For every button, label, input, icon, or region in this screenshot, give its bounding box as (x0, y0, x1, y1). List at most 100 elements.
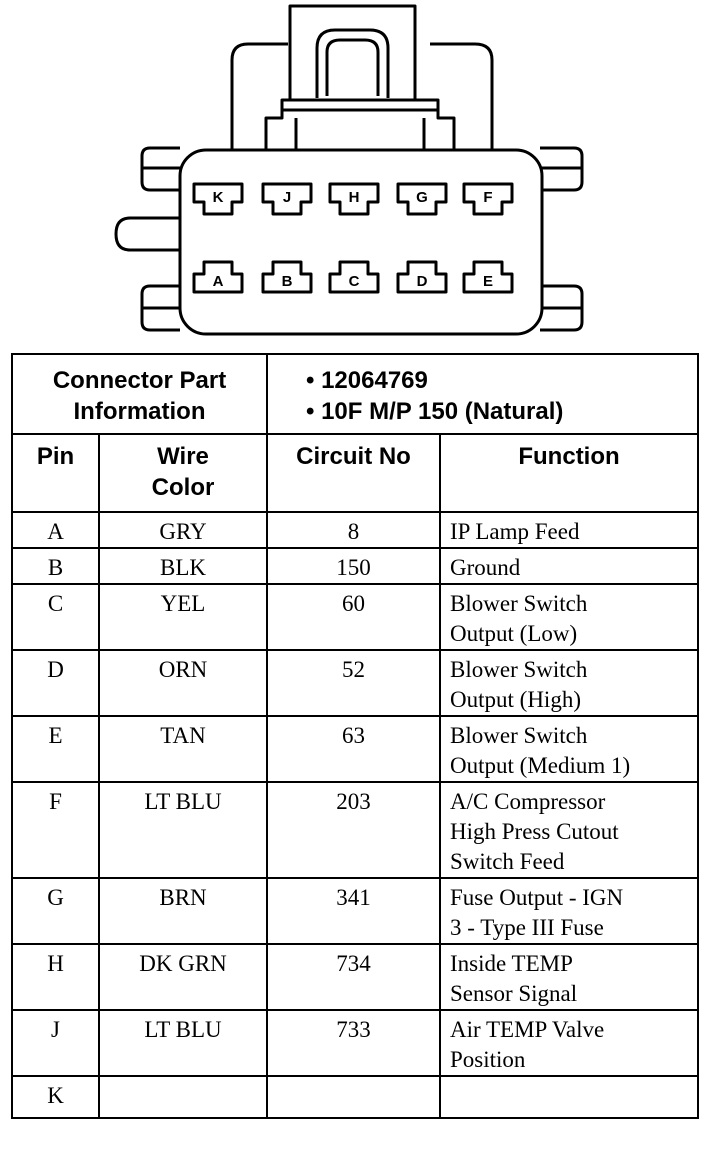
connector-lock-tab (288, 4, 417, 102)
circuit-no-cell: 8 (266, 511, 442, 549)
wire-color-cell: BRN (97, 877, 269, 945)
connector-lock-slot-inner (325, 38, 380, 96)
pin-cavity-outline (328, 182, 380, 216)
pin-label: K (213, 189, 224, 206)
pin-cavity-c: C (328, 260, 380, 294)
function-cell: Inside TEMP Sensor Signal (439, 943, 700, 1011)
header-circuit-no: Circuit No (266, 433, 442, 513)
pin-cell: H (11, 943, 100, 1011)
pin-cell: J (11, 1009, 100, 1077)
connector-latch-base (264, 98, 456, 150)
wire-color-cell: BLK (97, 547, 269, 585)
circuit-no-cell: 150 (266, 547, 442, 585)
pin-label: A (213, 273, 224, 290)
pin-cell: K (11, 1075, 100, 1119)
circuit-no-cell: 63 (266, 715, 442, 783)
pin-cavity-outline (328, 260, 380, 294)
circuit-no-cell: 733 (266, 1009, 442, 1077)
pin-cavity-g: G (396, 182, 448, 216)
function-cell: Blower Switch Output (Medium 1) (439, 715, 700, 783)
function-cell: A/C Compressor High Press Cutout Switch … (439, 781, 700, 879)
part-number: • 12064769 (306, 367, 428, 394)
pin-cell: F (11, 781, 100, 879)
connector-diagram: K J H G F A B C D E (114, 4, 584, 336)
function-cell: Fuse Output - IGN 3 - Type III Fuse (439, 877, 700, 945)
pin-cavity-j: J (261, 182, 313, 216)
wire-color-cell: YEL (97, 583, 269, 651)
function-cell (439, 1075, 700, 1119)
wire-color-cell (97, 1075, 269, 1119)
pin-label: D (417, 273, 428, 290)
header-function: Function (439, 433, 700, 513)
wire-color-cell: TAN (97, 715, 269, 783)
bottom-pin-row: A B C D E (192, 260, 514, 294)
circuit-no-cell: 341 (266, 877, 442, 945)
pin-cavity-outline (192, 182, 244, 216)
wire-color-cell: ORN (97, 649, 269, 717)
pin-label: E (483, 273, 493, 290)
column-header-row: Pin Wire Color Circuit No Function (11, 433, 700, 513)
function-cell: IP Lamp Feed (439, 511, 700, 549)
pin-label: B (282, 273, 293, 290)
function-cell: Ground (439, 547, 700, 585)
circuit-no-cell: 203 (266, 781, 442, 879)
pin-cavity-d: D (396, 260, 448, 294)
pin-cavity-outline (462, 182, 514, 216)
circuit-no-cell: 734 (266, 943, 442, 1011)
pin-cavity-outline (396, 182, 448, 216)
circuit-no-cell (266, 1075, 442, 1119)
wire-color-cell: DK GRN (97, 943, 269, 1011)
function-cell: Blower Switch Output (High) (439, 649, 700, 717)
part-info-values: • 12064769 • 10F M/P 150 (Natural) (266, 353, 700, 435)
part-description: • 10F M/P 150 (Natural) (306, 398, 564, 425)
pin-cell: G (11, 877, 100, 945)
pin-label: C (349, 273, 360, 290)
pin-cavity-k: K (192, 182, 244, 216)
pin-cell: B (11, 547, 100, 585)
pin-cell: A (11, 511, 100, 549)
part-info-label-line1: Connector Part (52, 367, 227, 394)
pin-cavity-outline (462, 260, 514, 294)
pinout-table: Connector Part Information • 12064769 • … (10, 353, 700, 1119)
connector-body (178, 148, 544, 336)
header-wire-color: Wire Color (97, 433, 269, 513)
header-pin: Pin (11, 433, 100, 513)
pin-label: H (349, 189, 360, 206)
pin-cavity-h: H (328, 182, 380, 216)
wire-color-cell: LT BLU (97, 1009, 269, 1077)
pin-cell: E (11, 715, 100, 783)
table-row: K (11, 1075, 700, 1119)
pin-cavity-b: B (261, 260, 313, 294)
connector-left-peg (114, 216, 180, 252)
pin-label: J (283, 189, 291, 206)
pin-cavity-e: E (462, 260, 514, 294)
circuit-no-cell: 60 (266, 583, 442, 651)
pin-cavity-outline (396, 260, 448, 294)
pin-cavity-outline (261, 182, 313, 216)
wire-color-cell: GRY (97, 511, 269, 549)
pin-cavity-f: F (462, 182, 514, 216)
pin-cell: D (11, 649, 100, 717)
function-cell: Blower Switch Output (Low) (439, 583, 700, 651)
pin-cavity-outline (261, 260, 313, 294)
pin-cavity-outline (192, 260, 244, 294)
connector-lock-slot (315, 28, 390, 98)
pin-label: F (483, 189, 492, 206)
part-info-row: Connector Part Information • 12064769 • … (10, 353, 700, 435)
part-info-label: Connector Part Information (10, 353, 269, 435)
pin-label: G (416, 189, 428, 206)
part-info-label-line2: Information (73, 398, 206, 425)
function-cell: Air TEMP Valve Position (439, 1009, 700, 1077)
wire-color-cell: LT BLU (97, 781, 269, 879)
